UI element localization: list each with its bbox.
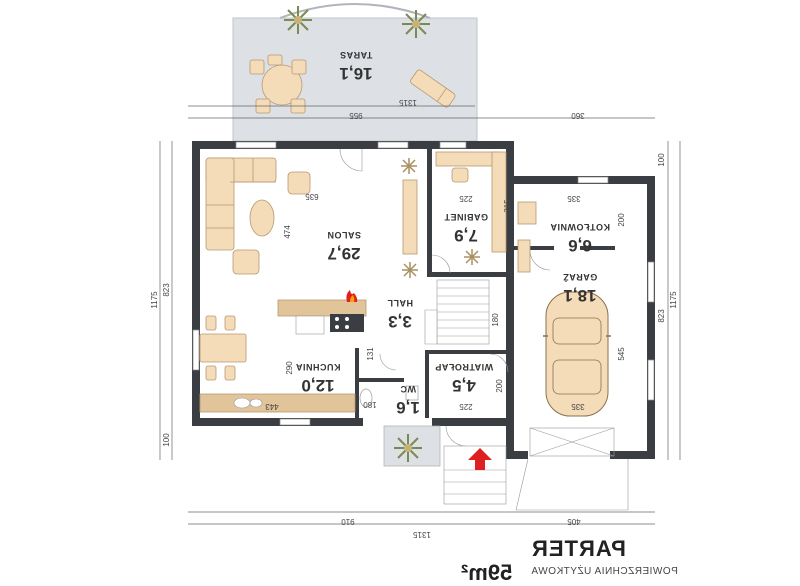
dim-hall-h: 180 <box>491 313 500 327</box>
legend-title: PARTER <box>531 536 627 561</box>
plant-icon <box>402 10 430 38</box>
wc-sink <box>405 385 419 401</box>
media-cabinet <box>402 179 418 255</box>
room-name-garaz: GARAŻ <box>563 272 598 282</box>
office-desk <box>435 151 507 253</box>
doors <box>339 148 551 447</box>
room-name-gabinet: GABINET <box>444 212 488 222</box>
dim-kotlownia-h: 200 <box>617 213 626 227</box>
dim-right-upper: 100 <box>657 153 666 167</box>
dim-garaz-w: 335 <box>571 402 585 411</box>
room-area-wiatrolap: 4,5 <box>452 376 476 395</box>
fireplace-icon <box>346 290 358 302</box>
room-area-kuchnia: 12,0 <box>301 376 334 395</box>
dim-wc-w: 131 <box>366 347 375 361</box>
dim-top-total: 1315 <box>399 98 417 107</box>
room-name-taras: TARAS <box>340 50 373 60</box>
terrace-sunbed <box>410 69 456 108</box>
room-area-salon: 29,7 <box>327 244 360 263</box>
boiler-equipment <box>517 201 537 273</box>
plant-icon <box>284 6 312 34</box>
legend-subtitle: POWIERZCHNIA UŻYTKOWA <box>531 566 678 577</box>
dim-left-main: 823 <box>162 283 171 297</box>
armchair <box>232 171 311 275</box>
dim-gabinet-h: 315 <box>503 199 512 213</box>
room-name-wc: WC <box>400 384 416 394</box>
dim-salon-h: 474 <box>283 225 292 239</box>
room-area-taras: 16,1 <box>339 64 372 83</box>
room-area-garaz: 18,1 <box>563 286 596 305</box>
dim-kotlownia-w: 335 <box>567 194 581 203</box>
plant-icon <box>402 262 418 278</box>
legend-area: 59m² <box>461 560 513 585</box>
kitchen-counter <box>199 299 367 413</box>
entrance-arrow-icon <box>468 448 492 470</box>
salon-sofa <box>205 157 277 251</box>
legend: PARTER POWIERZCHNIA UŻYTKOWA 59m² <box>461 536 678 585</box>
driveway <box>515 458 629 511</box>
dim-gabinet-w: 225 <box>459 194 473 203</box>
dim-wiatrolap-h: 200 <box>495 379 504 393</box>
dimension-lines <box>159 105 681 525</box>
dim-bottom-total: 1315 <box>413 530 431 539</box>
labels: TARAS 16,1 SALON 29,7 GABINET 7,9 KOTŁOW… <box>150 50 678 539</box>
dining-set <box>199 315 247 381</box>
dim-wiatrolap-w: 225 <box>459 402 473 411</box>
dim-kuchnia-w: 443 <box>265 402 279 411</box>
dim-top-left: 955 <box>349 111 363 120</box>
dim-wc-h: 180 <box>363 400 377 409</box>
room-name-kuchnia: KUCHNIA <box>296 362 341 372</box>
dim-left-lower: 100 <box>162 433 171 447</box>
dim-right-total: 1175 <box>669 291 678 309</box>
room-area-wc: 1,6 <box>396 398 420 417</box>
room-name-wiatrolap: WIATROŁAP <box>435 362 493 372</box>
plant-icon <box>401 158 417 174</box>
room-area-gabinet: 7,9 <box>454 226 478 245</box>
entrance-planter <box>383 425 441 467</box>
dim-garaz-h: 545 <box>617 347 626 361</box>
dim-top-right: 360 <box>571 111 585 120</box>
room-area-kotlownia: 6,6 <box>568 236 592 255</box>
dim-salon-w: 635 <box>305 192 319 201</box>
dim-bottom-right: 405 <box>567 517 581 526</box>
garage-door <box>529 427 615 457</box>
plant-icon <box>464 249 480 265</box>
dim-kuchnia-h: 290 <box>285 361 294 375</box>
windows <box>192 141 655 426</box>
room-name-salon: SALON <box>327 230 361 240</box>
room-name-hall: HALL <box>387 298 413 308</box>
room-name-kotlownia: KOTŁOWNIA <box>550 222 610 232</box>
house-floor <box>192 141 514 426</box>
dim-bottom-left: 910 <box>341 517 355 526</box>
car-icon <box>543 291 611 417</box>
room-area-hall: 3,3 <box>388 312 412 331</box>
dim-left-total: 1175 <box>150 291 159 309</box>
dim-right-main: 823 <box>657 309 666 323</box>
toilet-icon <box>359 388 373 408</box>
staircase <box>424 279 490 345</box>
coffee-table <box>249 199 275 237</box>
mirrored-plan-group <box>159 3 681 525</box>
